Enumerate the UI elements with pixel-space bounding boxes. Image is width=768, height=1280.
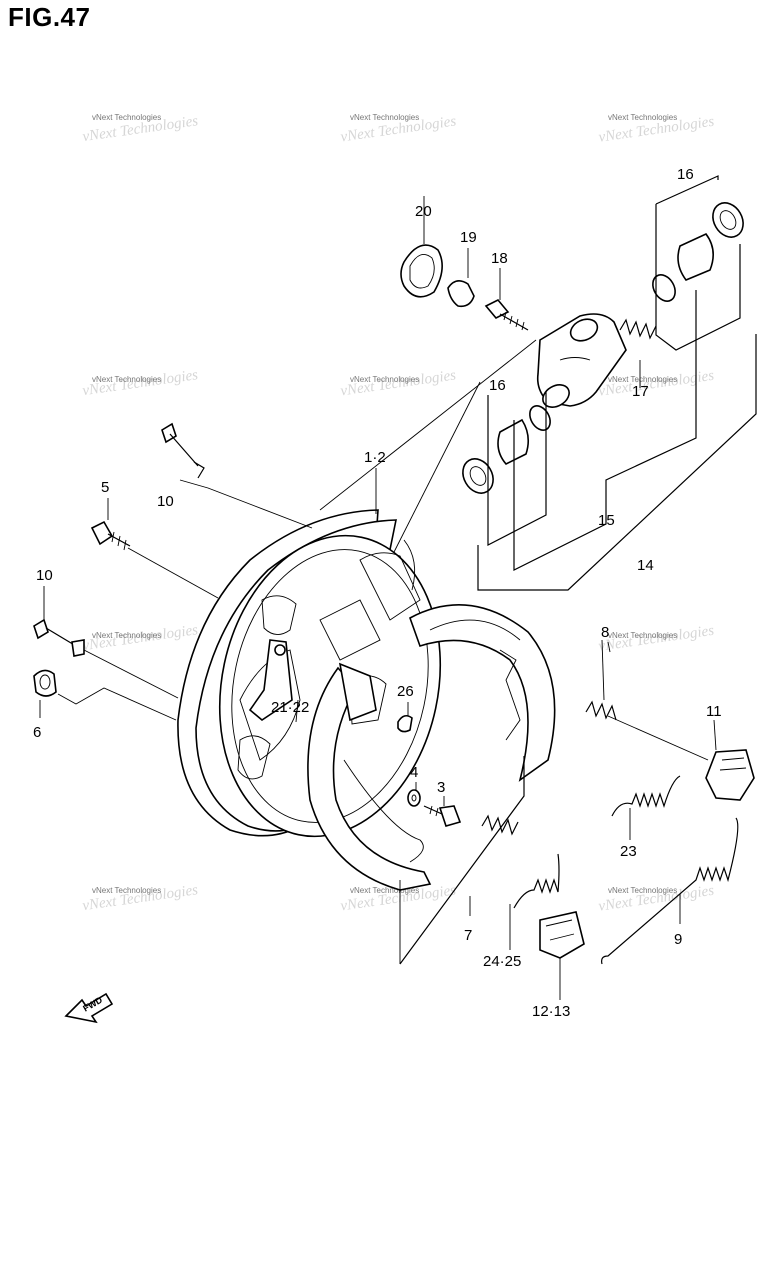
label-23: 23 xyxy=(620,843,637,860)
wheel-cylinder-assembly xyxy=(319,175,757,591)
part-18-shape xyxy=(484,299,529,331)
watermark-text: vNext Technologies xyxy=(608,631,677,640)
label-24-25: 24·25 xyxy=(483,953,521,970)
part-23-spring xyxy=(611,775,681,817)
part-11-clip xyxy=(705,749,755,801)
part-9-spring xyxy=(601,817,739,965)
watermark: vNext Technologies vNext Technologies xyxy=(81,882,199,914)
part-6-nut xyxy=(33,669,57,697)
label-10-left: 10 xyxy=(36,567,53,584)
part-24-25-spring xyxy=(513,853,560,909)
watermark-text: vNext Technologies xyxy=(92,631,161,640)
figure-title: FIG.47 xyxy=(8,2,91,32)
part-8-spring xyxy=(585,639,617,721)
watermark-text: vNext Technologies xyxy=(92,886,161,895)
label-6: 6 xyxy=(33,724,41,741)
watermark-text: vNext Technologies xyxy=(608,375,677,384)
brake-shoes xyxy=(307,604,556,891)
part-labels: 16 20 19 18 17 16 1·2 10 5 15 14 10 8 6 … xyxy=(33,166,722,1020)
shoe-lower-spring xyxy=(481,814,519,836)
label-9: 9 xyxy=(674,931,682,948)
label-18: 18 xyxy=(491,250,508,267)
part-26-clip xyxy=(397,714,413,733)
part-20-shape xyxy=(400,244,443,298)
part-17-spring xyxy=(619,318,657,340)
watermark: vNext Technologies vNext Technologies xyxy=(81,622,199,654)
part-4-washer xyxy=(407,789,421,807)
label-14: 14 xyxy=(637,557,654,574)
fwd-arrow: FWD xyxy=(64,992,114,1024)
watermark-text: vNext Technologies xyxy=(350,113,419,122)
watermark: vNext Technologies vNext Technologies xyxy=(598,113,716,146)
label-20: 20 xyxy=(415,203,432,220)
label-12-13: 12·13 xyxy=(532,1003,570,1020)
label-11: 11 xyxy=(706,703,722,720)
watermark-text: vNext Technologies xyxy=(608,113,677,122)
label-26: 26 xyxy=(397,683,414,700)
watermark-text: vNext Technologies xyxy=(350,375,419,384)
part-5-bolt xyxy=(90,520,131,551)
part-10-left-pin xyxy=(33,618,85,657)
watermarks: vNext Technologies vNext Technologies vN… xyxy=(81,113,715,915)
label-4: 4 xyxy=(410,764,418,781)
part-12-13-clip xyxy=(539,911,585,959)
watermark-text: vNext Technologies xyxy=(92,113,161,122)
watermark: vNext Technologies vNext Technologies xyxy=(597,368,715,400)
part-3-bolt xyxy=(423,805,462,827)
label-7: 7 xyxy=(464,927,472,944)
label-19: 19 xyxy=(460,229,477,246)
label-8: 8 xyxy=(601,624,609,641)
part-19-shape xyxy=(447,280,475,308)
watermark: vNext Technologies vNext Technologies xyxy=(82,113,200,145)
label-1-2: 1·2 xyxy=(364,449,386,466)
label-3: 3 xyxy=(437,779,445,796)
watermark: vNext Technologies vNext Technologies xyxy=(339,367,457,399)
label-10-top: 10 xyxy=(157,493,174,510)
watermark-text: vNext Technologies xyxy=(350,886,419,895)
part-15-cylinder-body xyxy=(536,313,627,408)
label-17: 17 xyxy=(632,383,649,400)
leader-lines xyxy=(39,196,717,1000)
watermark: vNext Technologies vNext Technologies xyxy=(597,883,715,915)
label-16-top: 16 xyxy=(677,166,694,183)
watermark-text: vNext Technologies xyxy=(92,375,161,384)
part-16-mid-pistons xyxy=(462,405,551,494)
label-21-22: 21·22 xyxy=(271,699,309,716)
watermark: vNext Technologies vNext Technologies xyxy=(81,367,199,399)
watermark: vNext Technologies vNext Technologies xyxy=(340,113,458,145)
label-15: 15 xyxy=(598,512,615,529)
watermark-text: vNext Technologies xyxy=(608,886,677,895)
watermark: vNext Technologies vNext Technologies xyxy=(597,623,715,655)
label-5: 5 xyxy=(101,479,109,496)
part-10-top-pin xyxy=(161,422,205,479)
part-16-top-pistons xyxy=(652,202,744,302)
label-16-mid: 16 xyxy=(489,377,506,394)
